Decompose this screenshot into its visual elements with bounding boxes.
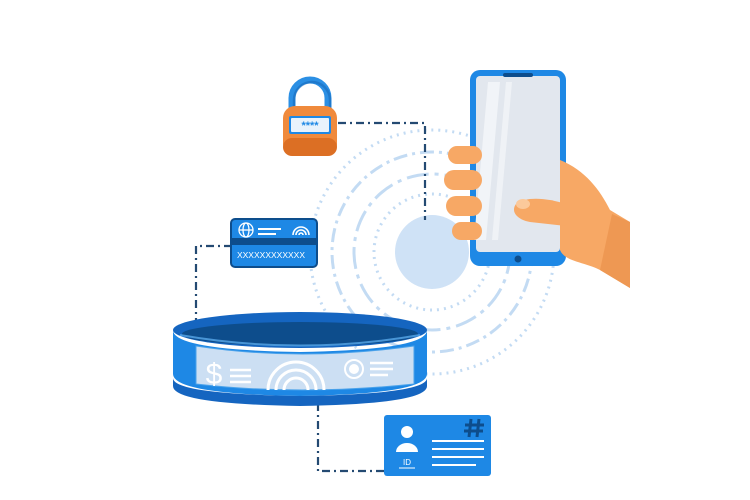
connector-lines bbox=[194, 121, 427, 473]
target-icon bbox=[344, 359, 364, 379]
id-card-icon: ID bbox=[384, 415, 491, 476]
id-card-label: ID bbox=[403, 458, 411, 467]
avatar-icon bbox=[396, 426, 418, 452]
hand-icon bbox=[444, 146, 630, 288]
id-connector bbox=[316, 385, 390, 473]
contactless-arcs-icon bbox=[266, 360, 326, 391]
smartphone-icon bbox=[470, 70, 566, 266]
dollar-icon: $ bbox=[206, 358, 223, 391]
credit-card-icon: XXXXXXXXXXXX bbox=[230, 218, 318, 268]
card-connector bbox=[194, 244, 232, 322]
padlock-icon: **** bbox=[283, 76, 337, 156]
padlock-code: **** bbox=[301, 120, 319, 132]
contactless-icon bbox=[292, 226, 310, 236]
wristband-icon: $ bbox=[173, 312, 427, 406]
globe-icon bbox=[238, 222, 254, 238]
card-number: XXXXXXXXXXXX bbox=[237, 250, 305, 260]
lock-connector bbox=[338, 121, 427, 220]
hash-icon bbox=[464, 418, 484, 438]
